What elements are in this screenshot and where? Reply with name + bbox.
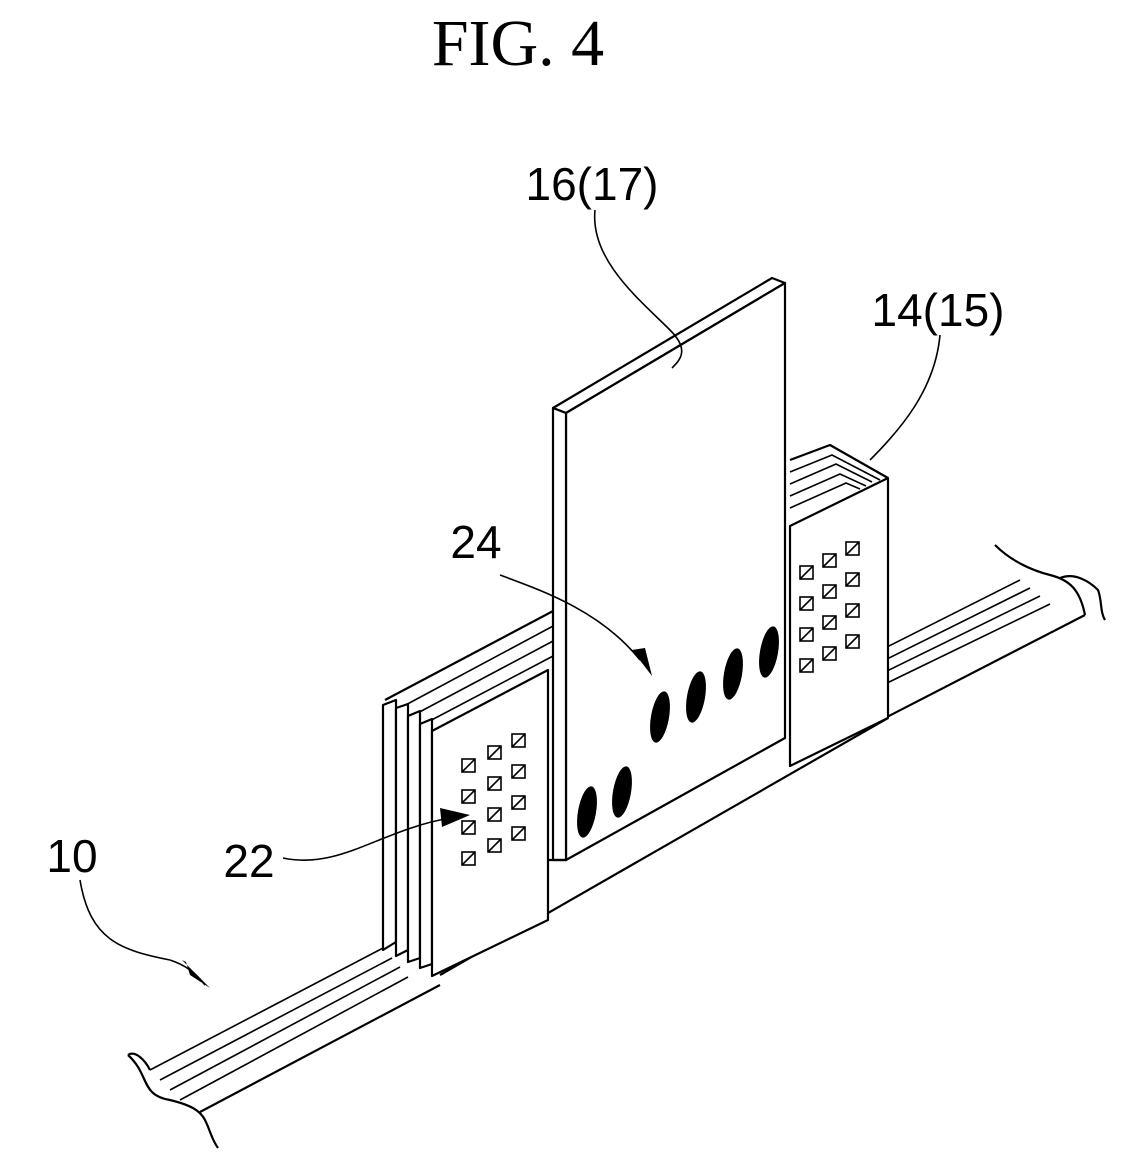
- central-plate: [548, 278, 785, 860]
- figure-title: FIG. 4: [432, 7, 604, 80]
- label-16-17: 16(17): [526, 158, 659, 210]
- left-connector-block: [383, 670, 548, 976]
- label-14-15: 14(15): [872, 284, 1005, 336]
- label-10: 10: [46, 830, 97, 882]
- right-connector-block: [790, 445, 888, 766]
- label-24: 24: [450, 516, 501, 568]
- label-22: 22: [223, 835, 274, 887]
